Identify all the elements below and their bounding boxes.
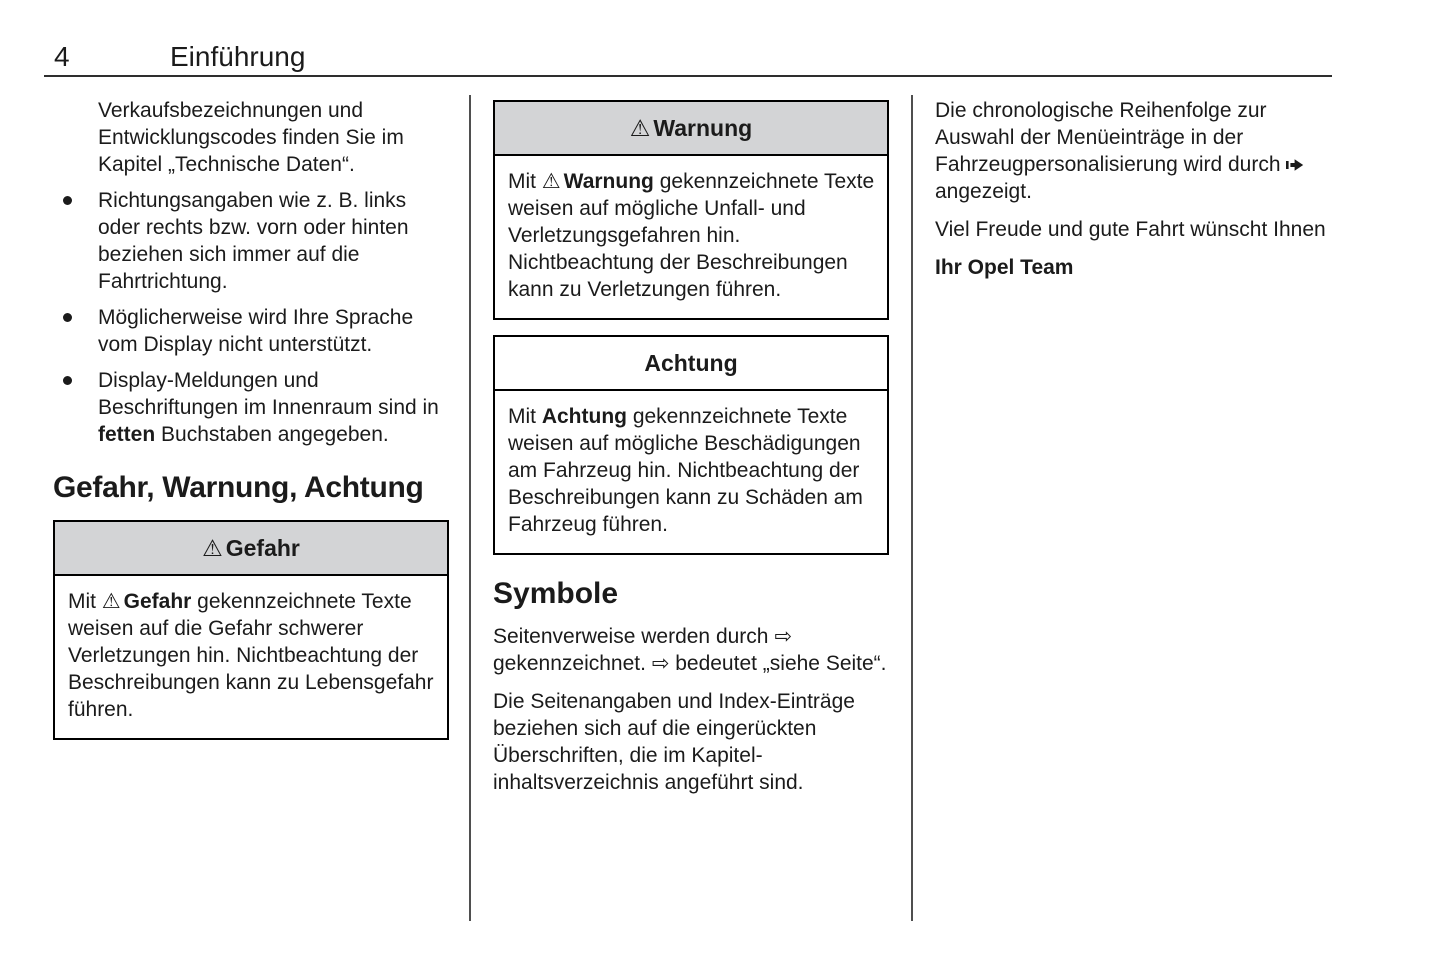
warnung-box-header: ⚠Warnung — [495, 102, 887, 156]
symbole-paragraph-1: Seitenverweise werden durch ⇨ gekennzeic… — [493, 625, 887, 675]
achtung-box-body: Mit Achtung gekennzeichnete Texte weisen… — [495, 391, 887, 553]
body-text-segment: gekennzeichnete Texte weisen auf möglich… — [508, 405, 863, 536]
body-text-segment: Die chronologische Reihenfolge zur Auswa… — [935, 99, 1281, 176]
intro-paragraph: Verkaufsbezeichnungen und Entwicklungsco… — [98, 99, 404, 176]
gefahr-box: ⚠Gefahr Mit ⚠Gefahr gekennzeichnete Text… — [53, 520, 449, 740]
menu-sequence-arrow-icon — [1286, 151, 1304, 178]
bullet-marker — [53, 187, 98, 295]
header-rule — [44, 75, 1332, 77]
bullet-text: Display-Meldungen und Beschriftungen im … — [98, 367, 449, 448]
warning-triangle-icon: ⚠ — [629, 115, 651, 141]
bullet-icon — [63, 196, 72, 205]
bullet-icon — [63, 376, 72, 385]
body-text-segment: angezeigt. — [935, 180, 1032, 203]
list-item: Display-Meldungen und Beschriftungen im … — [53, 367, 449, 448]
section-heading-gefahr-warnung-achtung: Gefahr, Warnung, Achtung — [53, 471, 424, 504]
list-item: Richtungsangaben wie z. B. links oder re… — [53, 187, 449, 295]
warning-triangle-icon: ⚠ — [101, 590, 121, 613]
opel-team-signature: Ihr Opel Team — [935, 256, 1074, 279]
page-number: 4 — [54, 41, 70, 72]
personalization-paragraph: Die chronologische Reihenfolge zur Auswa… — [935, 97, 1331, 205]
column-3: Die chronologische Reihenfolge zur Auswa… — [935, 97, 1331, 292]
column-separator — [469, 95, 471, 921]
list-item: Möglicherweise wird Ihre Spra­che vom Di… — [53, 304, 449, 358]
achtung-box-title: Achtung — [644, 350, 738, 376]
bullet-text-segment: Display-Meldungen und Beschriftungen im … — [98, 369, 439, 419]
body-text-segment: Mit — [508, 405, 542, 428]
farewell-paragraph: Viel Freude und gute Fahrt wünscht Ihnen — [935, 218, 1326, 241]
warning-triangle-icon: ⚠ — [202, 535, 223, 561]
section-heading-symbole: Symbole — [493, 577, 619, 610]
bullet-text-segment: Möglicherweise wird Ihre Spra­che vom Di… — [98, 306, 414, 356]
column-2: ⚠Warnung Mit ⚠Warnung gekennzeichnete Te… — [493, 97, 889, 807]
achtung-box-header: Achtung — [495, 337, 887, 391]
column-1: Verkaufsbezeichnungen und Entwicklungsco… — [53, 97, 449, 755]
body-text-segment: gekennzeichnete Texte weisen auf die Gef… — [68, 590, 434, 721]
body-text-segment: Mit — [68, 590, 102, 613]
page-title: Einführung — [170, 41, 306, 72]
body-text-segment: Mit — [508, 170, 542, 193]
gefahr-box-title: Gefahr — [225, 535, 300, 561]
warnung-box-body: Mit ⚠Warnung gekennzeichnete Texte weise… — [495, 156, 887, 318]
gefahr-box-header: ⚠Gefahr — [55, 522, 447, 576]
bullet-marker — [53, 304, 98, 358]
body-text-segment: gekennzeichnete Texte weisen auf möglich… — [508, 170, 875, 301]
gefahr-box-body: Mit ⚠Gefahr gekennzeichnete Texte weisen… — [55, 576, 447, 738]
bullet-text: Richtungsangaben wie z. B. links oder re… — [98, 187, 449, 295]
warnung-box: ⚠Warnung Mit ⚠Warnung gekennzeichnete Te… — [493, 100, 889, 320]
bullet-text-segment: Buchstaben ange­geben. — [155, 423, 389, 446]
column-separator — [911, 95, 913, 921]
bullet-icon — [63, 313, 72, 322]
body-text-bold: Gefahr — [123, 590, 192, 613]
warnung-box-title: Warnung — [653, 115, 753, 141]
warning-triangle-icon: ⚠ — [541, 170, 561, 193]
symbole-paragraph-2: Die Seitenangaben und Index-Einträge bez… — [493, 690, 855, 794]
bullet-text: Möglicherweise wird Ihre Spra­che vom Di… — [98, 304, 449, 358]
bullet-text-segment: Richtungsangaben wie z. B. links oder re… — [98, 189, 409, 293]
achtung-box: Achtung Mit Achtung gekennzeichnete Text… — [493, 335, 889, 555]
bullet-text-bold: fetten — [98, 423, 156, 446]
body-text-bold: Achtung — [541, 405, 627, 428]
bullet-marker — [53, 367, 98, 448]
body-text-bold: Warnung — [563, 170, 654, 193]
